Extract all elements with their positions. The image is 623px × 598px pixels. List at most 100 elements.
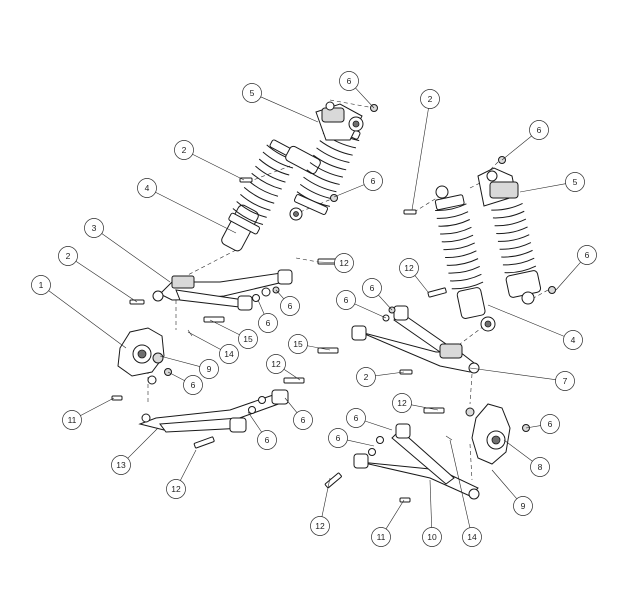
callout-bubble — [293, 410, 313, 430]
callout-bubble — [84, 218, 104, 238]
callout-bubble — [392, 393, 412, 413]
left-steering-knuckle — [117, 327, 165, 385]
leader-line — [354, 303, 387, 319]
callout-c-15-left: 15 — [209, 319, 258, 349]
callout-number: 6 — [354, 413, 359, 423]
callout-bubble — [565, 172, 585, 192]
callout-bubble — [166, 479, 186, 499]
right-shock-reservoir-assembly — [477, 167, 542, 305]
leader-line — [283, 369, 301, 381]
callout-number: 5 — [573, 177, 578, 187]
leader-line — [375, 371, 405, 377]
right-steering-knuckle — [465, 403, 511, 465]
callout-c-7: 7 — [469, 367, 575, 391]
leader-line — [167, 371, 185, 381]
callout-c-6-c: 6 — [167, 371, 203, 395]
left-shock-reservoir-assembly — [289, 101, 364, 221]
callout-c-14-left: 14 — [187, 331, 239, 364]
callout-number: 6 — [288, 301, 293, 311]
callout-number: 6 — [301, 415, 306, 425]
callout-c-10: 10 — [422, 479, 442, 547]
callout-c-12-bottom-right: 12 — [310, 477, 331, 536]
callout-bubble — [363, 171, 383, 191]
right-upper-a-arm — [351, 305, 480, 374]
leader-line — [257, 299, 265, 315]
callout-c-12-top-right: 12 — [399, 258, 429, 293]
callout-bubble — [258, 313, 278, 333]
callout-number: 9 — [521, 501, 526, 511]
leader-line — [180, 449, 197, 481]
callout-number: 6 — [336, 433, 341, 443]
leader-line — [347, 439, 375, 447]
callout-bubble — [540, 414, 560, 434]
callout-c-12-bottom-left: 12 — [166, 449, 197, 499]
callout-bubble — [420, 89, 440, 109]
callout-number: 2 — [182, 145, 187, 155]
callout-number: 12 — [315, 521, 325, 531]
callout-bubble — [111, 455, 131, 475]
leader-line — [429, 479, 432, 528]
callout-bubble — [362, 278, 382, 298]
leader-line — [501, 135, 532, 161]
callout-c-2-top-left: 2 — [174, 140, 245, 181]
callout-number: 12 — [171, 484, 181, 494]
leader-line — [192, 153, 245, 181]
leader-line — [307, 345, 331, 351]
leader-line — [487, 304, 565, 337]
callout-number: 1 — [39, 280, 44, 290]
callout-c-4-right: 4 — [487, 304, 583, 350]
leader-line — [469, 367, 556, 381]
callout-number: 15 — [293, 339, 303, 349]
callout-bubble — [31, 275, 51, 295]
callout-number: 9 — [207, 364, 212, 374]
callout-bubble — [183, 375, 203, 395]
leader-line — [411, 404, 439, 411]
callout-c-6-mid-left: 6 — [333, 171, 383, 198]
callout-bubble — [462, 527, 482, 547]
callout-bubble — [280, 296, 300, 316]
callout-number: 6 — [344, 295, 349, 305]
callout-number: 6 — [585, 250, 590, 260]
callout-bubble — [346, 408, 366, 428]
callout-number: 4 — [571, 335, 576, 345]
leader-line — [491, 469, 518, 499]
callout-bubble — [577, 245, 597, 265]
callout-bubble — [356, 367, 376, 387]
callout-c-6-f: 6 — [336, 290, 387, 319]
left-shock-absorber — [221, 139, 321, 252]
callout-number: 14 — [467, 532, 477, 542]
callout-bubble — [288, 334, 308, 354]
callout-bubble — [62, 410, 82, 430]
callout-number: 2 — [364, 372, 369, 382]
callout-bubble — [530, 457, 550, 477]
callout-number: 11 — [377, 532, 386, 542]
leader-line — [247, 411, 262, 433]
leader-line — [519, 183, 566, 193]
callout-c-6-mid-right: 6 — [555, 245, 597, 291]
callout-bubble — [555, 371, 575, 391]
leader-line — [159, 355, 200, 367]
callout-c-11-left: 11 — [62, 397, 115, 430]
callout-number: 3 — [92, 223, 97, 233]
callout-c-4-left: 4 — [137, 178, 237, 234]
callout-number: 6 — [371, 176, 376, 186]
callout-c-6-top-right: 6 — [501, 120, 549, 161]
callout-number: 8 — [538, 462, 543, 472]
leader-line — [385, 499, 405, 530]
callout-c-5-left: 5 — [242, 83, 319, 123]
callout-number: 6 — [265, 435, 270, 445]
callout-number: 5 — [250, 88, 255, 98]
callout-number: 12 — [397, 398, 407, 408]
callout-c-6-b: 6 — [257, 299, 278, 333]
leader-line — [364, 420, 393, 431]
callout-number: 7 — [563, 376, 568, 386]
callout-c-11-right: 11 — [371, 499, 405, 547]
leader-line — [75, 261, 138, 303]
leader-line — [378, 294, 393, 311]
callout-c-8: 8 — [503, 439, 550, 477]
callout-number: 12 — [404, 263, 414, 273]
callout-c-2-left: 2 — [58, 246, 138, 303]
callout-number: 11 — [68, 415, 77, 425]
